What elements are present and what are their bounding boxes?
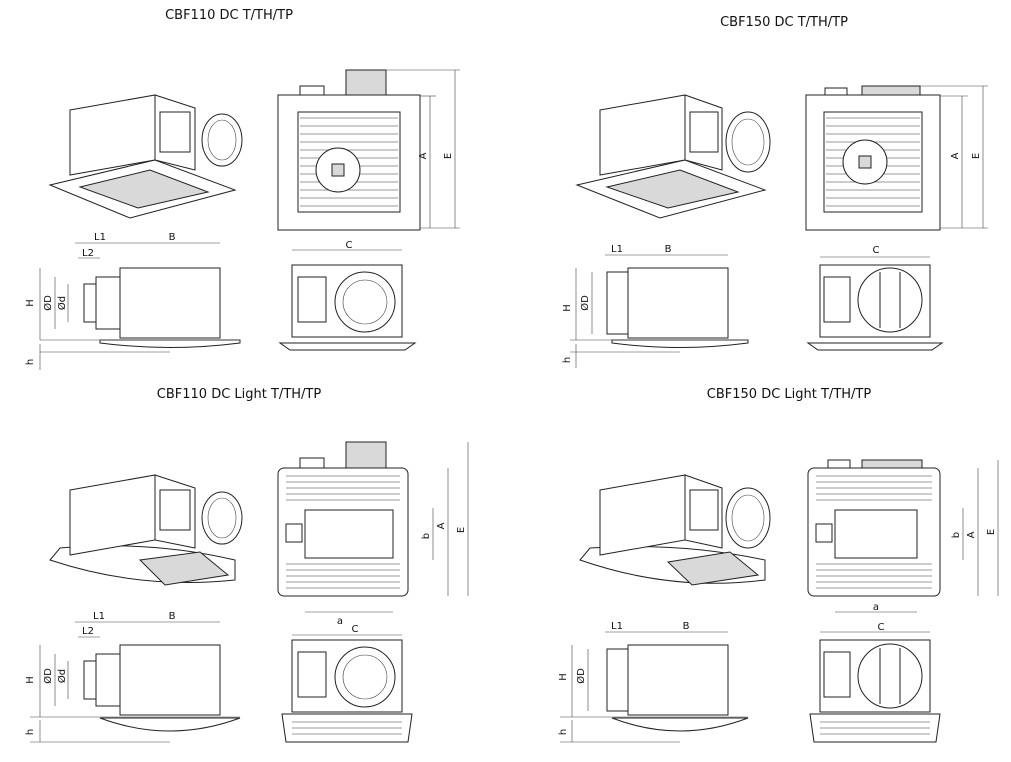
- bottom-view: A E: [277, 69, 460, 231]
- dim-a: a: [873, 602, 879, 613]
- front-view: C: [281, 624, 413, 743]
- dim-a: a: [337, 616, 343, 627]
- dim-L1: L1: [611, 244, 623, 255]
- dim-A: A: [418, 152, 429, 159]
- bottom-view: a b A E: [277, 441, 469, 627]
- front-view: C: [278, 240, 417, 351]
- bottom-view: A E: [805, 85, 988, 231]
- dim-C: C: [346, 240, 353, 251]
- dim-B: B: [683, 621, 690, 632]
- dim-h: h: [562, 357, 573, 363]
- dim-B: B: [169, 611, 176, 622]
- isometric-view: [579, 474, 771, 586]
- dim-OD: ØD: [575, 668, 587, 684]
- dim-E: E: [456, 527, 467, 533]
- dim-L2: L2: [82, 626, 94, 637]
- dim-L2: L2: [82, 248, 94, 259]
- dim-C: C: [878, 622, 885, 633]
- panel-title: CBF110 DC Light T/TH/TP: [157, 387, 322, 402]
- dim-A: A: [436, 522, 447, 529]
- front-view: C: [806, 245, 944, 351]
- front-view: C: [809, 622, 941, 743]
- dim-h: h: [558, 729, 569, 735]
- dim-OD: ØD: [579, 295, 591, 311]
- dim-B: B: [665, 244, 672, 255]
- dim-A: A: [966, 531, 977, 538]
- dim-b: b: [421, 533, 432, 539]
- dim-E: E: [986, 529, 997, 535]
- bottom-view: a b A E: [807, 459, 999, 613]
- dim-OD: ØD: [42, 295, 54, 311]
- dim-A: A: [950, 152, 961, 159]
- panel-cbf110-dc-light: CBF110 DC Light T/TH/TP: [25, 387, 469, 743]
- dim-H: H: [562, 304, 573, 312]
- dim-H: H: [25, 676, 36, 684]
- dim-C: C: [873, 245, 880, 256]
- dim-Od: Ød: [56, 296, 68, 310]
- dim-b: b: [951, 532, 962, 538]
- dim-H: H: [25, 299, 36, 307]
- dim-C: C: [352, 624, 359, 635]
- side-view: L1 L2 B H ØD Ød h: [25, 232, 241, 370]
- dim-L1: L1: [93, 611, 105, 622]
- panel-title: CBF150 DC T/TH/TP: [720, 15, 848, 30]
- side-view: L1 L2 B H ØD Ød h: [25, 611, 241, 743]
- isometric-view: [575, 94, 771, 219]
- dim-L1: L1: [94, 232, 106, 243]
- dim-E: E: [443, 153, 454, 159]
- dim-L1: L1: [611, 621, 623, 632]
- side-view: L1 B H ØD h: [558, 621, 749, 743]
- dim-OD: ØD: [42, 668, 54, 684]
- panel-cbf150-dc-light: CBF150 DC Light T/TH/TP: [558, 387, 999, 743]
- panel-cbf150-dc: CBF150 DC T/TH/TP: [562, 15, 988, 368]
- dim-h: h: [25, 359, 36, 365]
- dim-B: B: [169, 232, 176, 243]
- dim-E: E: [971, 153, 982, 159]
- panel-cbf110-dc: CBF110 DC T/TH/TP: [25, 8, 460, 370]
- dim-Od: Ød: [56, 669, 68, 683]
- dim-h: h: [25, 729, 36, 735]
- side-view: L1 B H ØD h: [562, 244, 749, 368]
- panel-title: CBF110 DC T/TH/TP: [165, 8, 293, 23]
- dim-H: H: [558, 673, 569, 681]
- isometric-view: [48, 94, 243, 219]
- panel-title: CBF150 DC Light T/TH/TP: [707, 387, 872, 402]
- isometric-view: [49, 474, 243, 586]
